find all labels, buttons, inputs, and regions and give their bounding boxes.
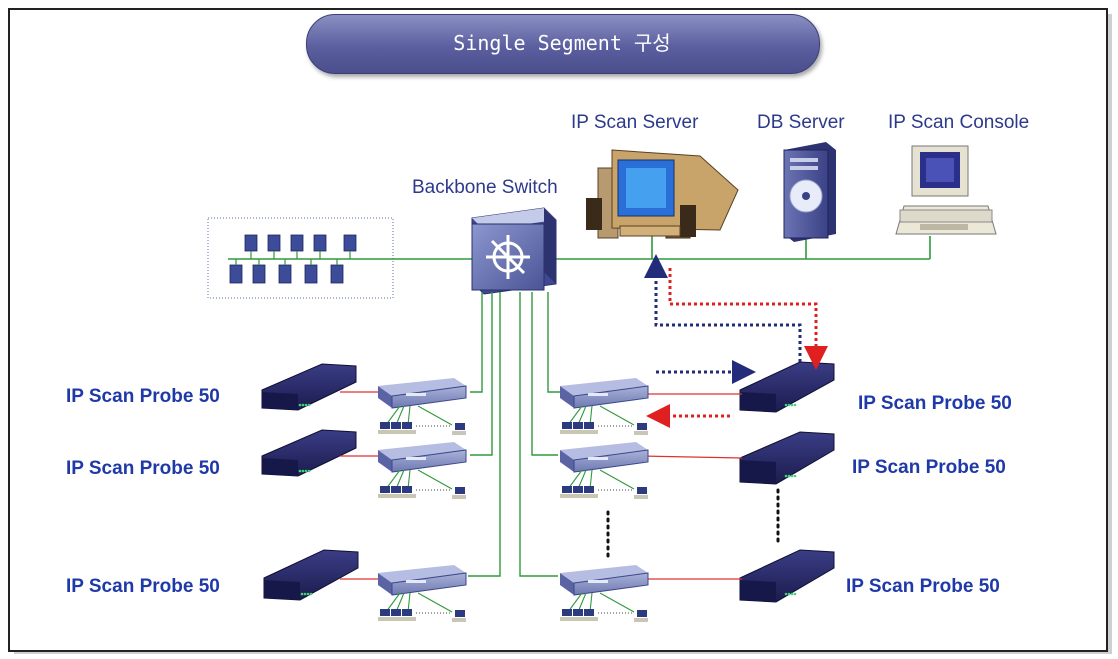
label-ip-scan-console: IP Scan Console [888, 112, 1030, 133]
probe-links [340, 391, 743, 580]
probe-label: IP Scan Probe 50 [66, 458, 220, 479]
label-db-server: DB Server [757, 112, 845, 133]
switch-downlinks [468, 292, 560, 577]
flow-arrow-red [646, 268, 828, 428]
ip-scan-console-icon [895, 145, 997, 235]
flow-arrow-blue [644, 254, 802, 384]
segment-switch-group [378, 378, 467, 435]
probe-icon [263, 549, 359, 601]
frame-shadow [1108, 14, 1112, 654]
frame-shadow [14, 650, 1110, 654]
probe-icon [739, 549, 835, 603]
probe-label: IP Scan Probe 50 [846, 576, 1000, 597]
probe-label: IP Scan Probe 50 [66, 386, 220, 407]
diagram-frame [8, 8, 1108, 652]
segment-switch-group [378, 565, 467, 622]
probe-label: IP Scan Probe 50 [852, 457, 1006, 478]
segment-switch-group [560, 442, 649, 499]
probe-icon [739, 361, 835, 413]
probe-icon [261, 429, 357, 477]
segment-switch-group [560, 378, 649, 435]
backbone-switch-icon [471, 207, 557, 295]
segment-switch-group [378, 442, 467, 499]
probe-label: IP Scan Probe 50 [858, 393, 1012, 414]
ip-scan-server-icon [586, 149, 739, 239]
continuation-dots [606, 488, 780, 562]
page-title: Single Segment 구성 [453, 31, 671, 55]
segment-switch-group [560, 565, 649, 622]
probe-icon [739, 431, 835, 485]
probe-icon [261, 363, 357, 411]
label-backbone-switch: Backbone Switch [412, 177, 558, 198]
title-banner [306, 14, 820, 74]
label-ip-scan-server: IP Scan Server [571, 112, 699, 133]
backbone-line [228, 236, 931, 260]
db-server-icon [783, 142, 836, 242]
probe-label: IP Scan Probe 50 [66, 576, 220, 597]
client-group [207, 217, 394, 299]
